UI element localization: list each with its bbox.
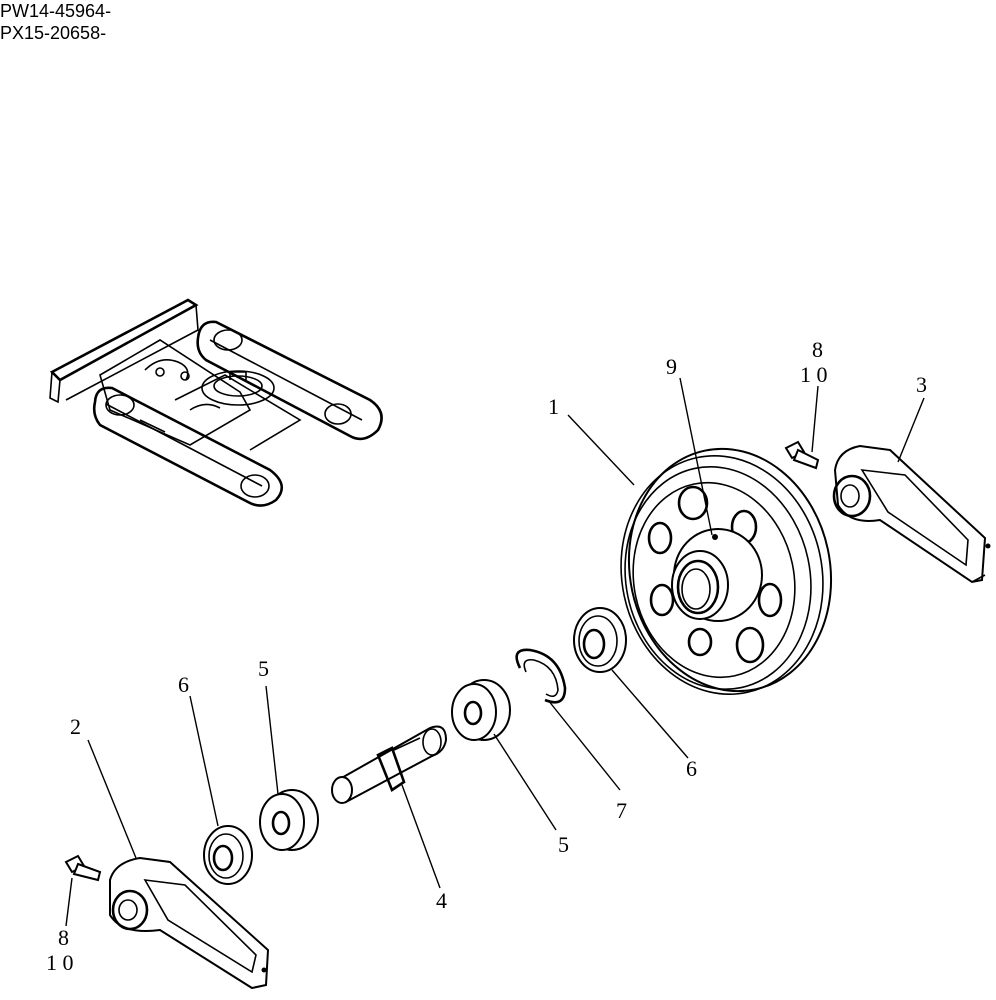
callout-8-right: 8 xyxy=(812,337,823,362)
callout-5-left: 5 xyxy=(258,656,269,681)
serial-range-second: PX15-20658- xyxy=(0,23,107,43)
callout-6-left: 6 xyxy=(178,672,189,697)
callout-8-left: 8 xyxy=(58,925,69,950)
callout-10-left: 1 0 xyxy=(46,950,74,975)
serial-range-start: PW14-45964- xyxy=(0,1,112,21)
callout-1: 1 xyxy=(548,394,559,419)
seal-part-6-right xyxy=(573,607,627,673)
idler-wheel-part-1 xyxy=(620,447,833,696)
callout-2: 2 xyxy=(70,714,81,739)
callout-10-right: 1 0 xyxy=(800,362,828,387)
callout-7: 7 xyxy=(616,798,627,823)
serial-range-header: PW14-45964- PX15-20658- xyxy=(0,0,111,44)
callout-6-right: 6 xyxy=(686,756,697,781)
callout-5-right: 5 xyxy=(558,832,569,857)
collar-part-5-right xyxy=(451,679,511,741)
support-bracket-part-2 xyxy=(109,856,270,990)
undercarriage-locator-illustration xyxy=(49,298,383,507)
callout-4: 4 xyxy=(436,888,447,913)
callout-3: 3 xyxy=(916,372,927,397)
shaft-part-4 xyxy=(331,725,448,804)
bolt-left xyxy=(64,854,102,882)
collar-part-5-left xyxy=(259,789,319,851)
seal-part-6-left xyxy=(203,825,253,885)
leader-lines xyxy=(65,377,925,927)
support-bracket-part-3 xyxy=(832,444,991,584)
callout-9: 9 xyxy=(666,354,677,379)
snap-ring-part-7 xyxy=(515,648,567,704)
bolt-right xyxy=(784,440,820,470)
callout-labels: 1 2 3 4 5 5 6 6 7 8 1 0 8 1 0 9 xyxy=(46,337,927,975)
